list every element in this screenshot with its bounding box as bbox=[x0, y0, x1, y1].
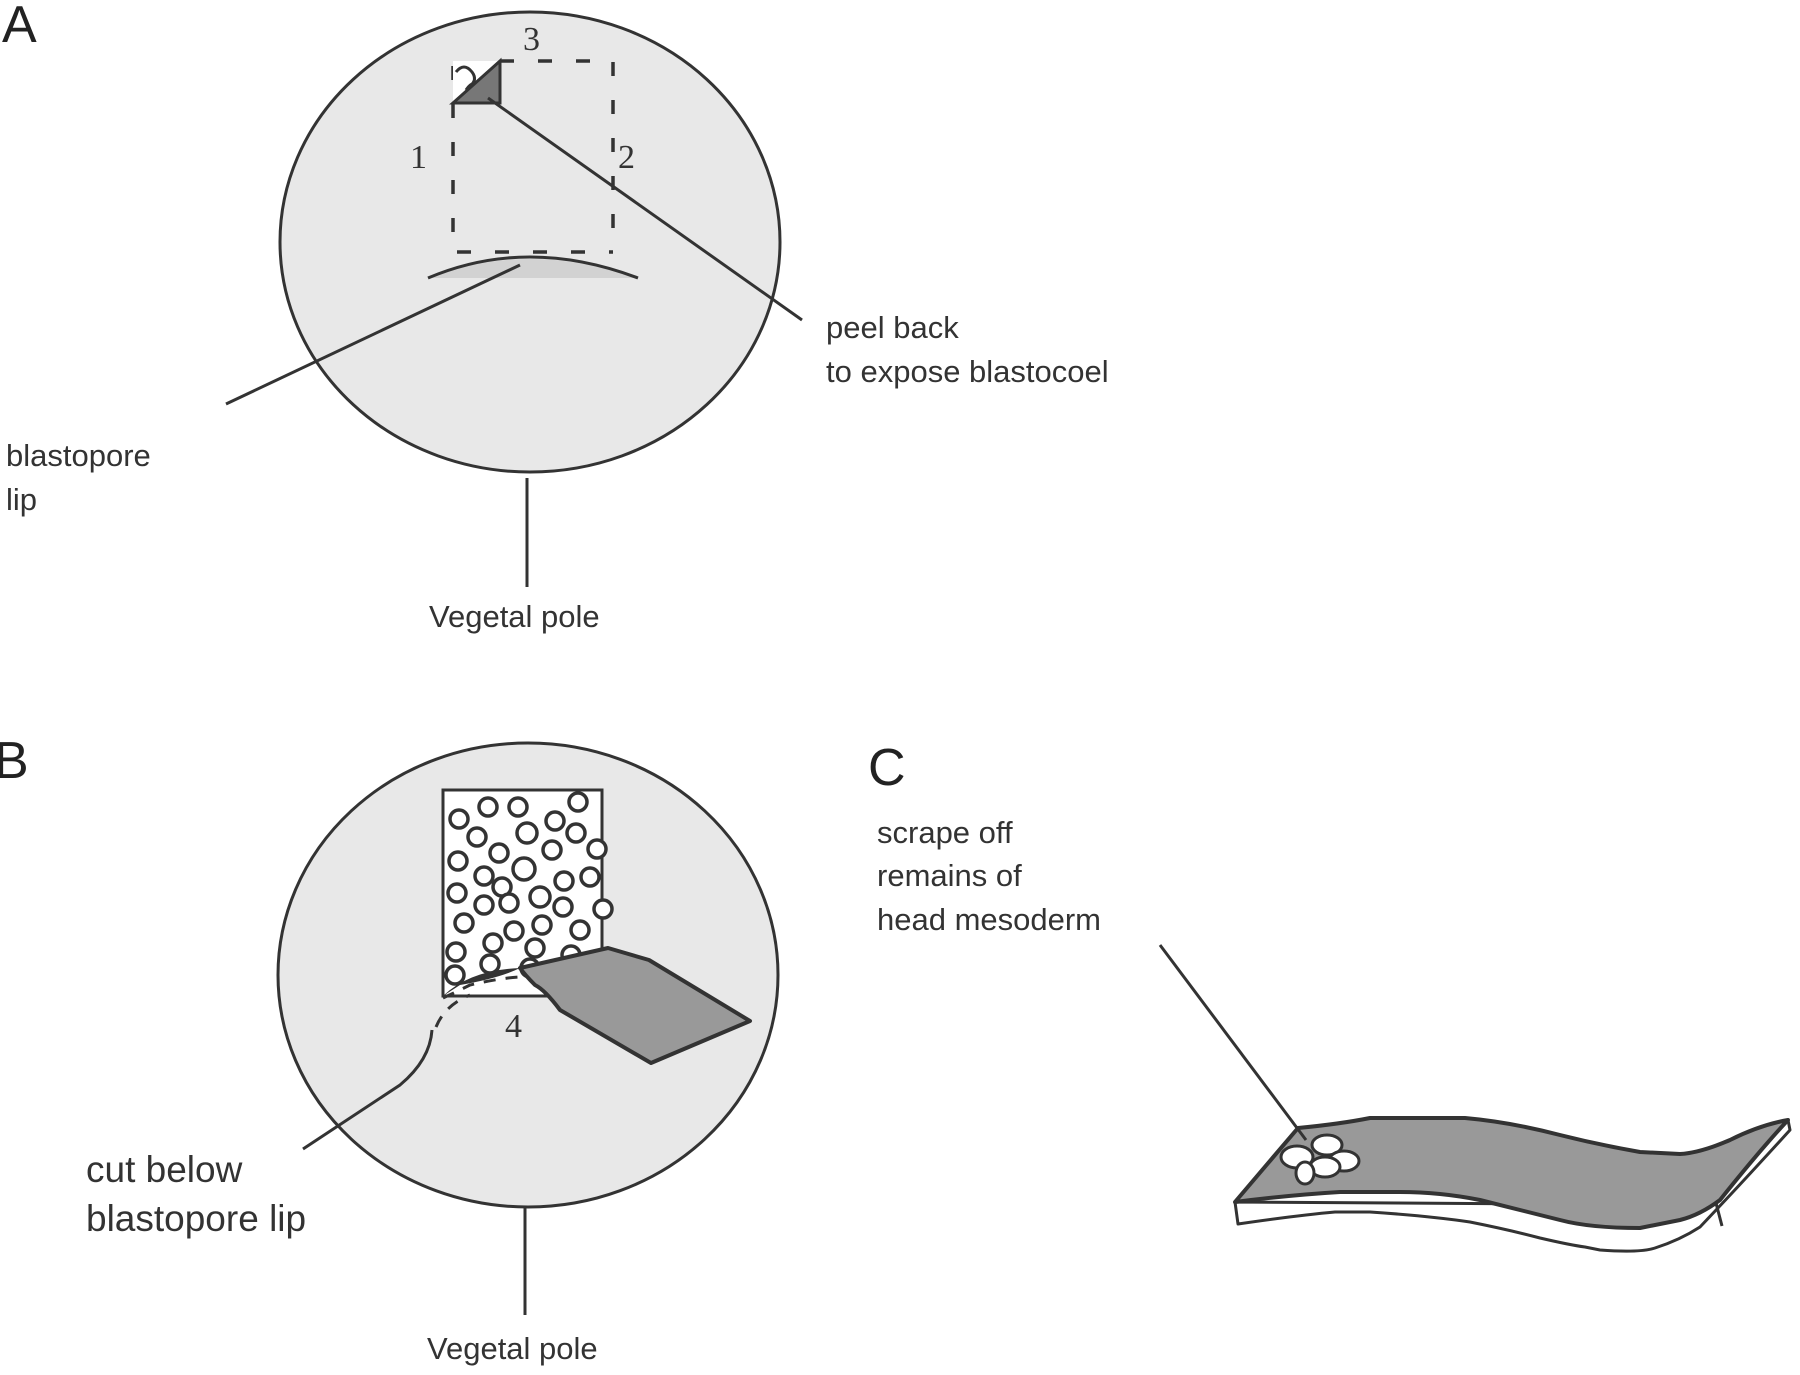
embryo-a bbox=[278, 10, 782, 474]
flap-dark-edge bbox=[443, 968, 520, 996]
panel-b: B bbox=[0, 732, 780, 1366]
lip-leader-a bbox=[225, 263, 521, 406]
cut-number-2: 2 bbox=[618, 139, 635, 176]
peel-label-line2: to expose blastocoel bbox=[826, 354, 1109, 389]
explant-front-edge bbox=[1714, 1202, 1724, 1227]
peeled-corner bbox=[449, 57, 502, 105]
peel-label-line1: peel back bbox=[826, 310, 959, 345]
panel-c: C scrape off remains of head mesoderm bbox=[868, 739, 1792, 1253]
blastopore-lip-a bbox=[427, 255, 639, 280]
scrape-label-line1: scrape off bbox=[877, 815, 1013, 850]
mesoderm-remains bbox=[1279, 1133, 1361, 1186]
cells bbox=[444, 791, 614, 986]
cut-number-3: 3 bbox=[523, 21, 540, 58]
panel-a: A 1 2 3 peel back to expose blastocoel b… bbox=[2, 0, 1109, 634]
cut-line-4b bbox=[434, 993, 471, 1028]
scrape-leader bbox=[1158, 944, 1308, 1141]
panel-c-letter: C bbox=[868, 739, 906, 797]
scrape-label-line2: remains of bbox=[877, 858, 1022, 893]
scrape-label-line3: head mesoderm bbox=[877, 902, 1101, 937]
blastopore-lip-shadow-a bbox=[428, 259, 638, 278]
panel-b-letter: B bbox=[0, 732, 29, 790]
explant-top bbox=[1233, 1116, 1790, 1230]
vegetal-pole-label-b: Vegetal pole bbox=[427, 1331, 598, 1366]
cut-leader bbox=[302, 1029, 434, 1151]
cut-line-4 bbox=[442, 975, 521, 1000]
cut-label-line1: cut below bbox=[86, 1149, 243, 1190]
cut-number-4: 4 bbox=[505, 1008, 522, 1045]
peel-leader bbox=[487, 96, 803, 322]
peeled-flap bbox=[518, 946, 752, 1065]
vegetal-pole-label-a: Vegetal pole bbox=[429, 599, 600, 634]
cut-number-1: 1 bbox=[410, 139, 427, 176]
lip-label-line2: lip bbox=[6, 482, 37, 517]
lip-label-line1: blastopore bbox=[6, 438, 151, 473]
cut-label-line2: blastopore lip bbox=[86, 1198, 306, 1239]
panel-a-letter: A bbox=[2, 0, 37, 54]
